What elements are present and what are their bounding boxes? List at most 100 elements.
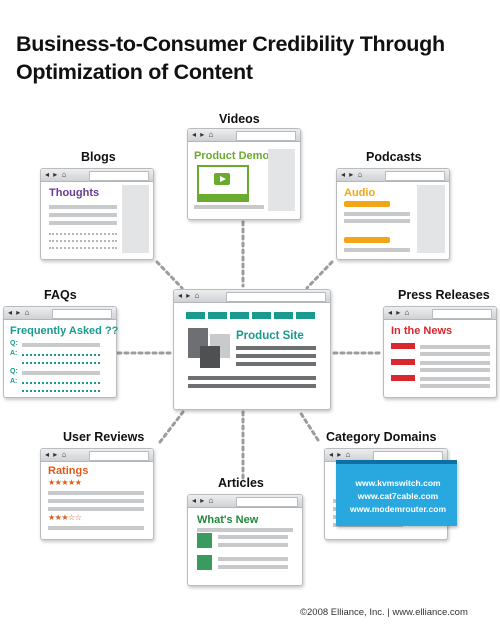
connector-reviews [158,410,185,444]
answer-marker: A: [10,350,18,357]
text-line [236,354,316,358]
window-articles: ◂ ▸ ⌂ What's New [187,494,303,586]
browser-nav-icons: ◂ ▸ ⌂ [8,308,31,317]
text-line [344,248,410,252]
connector-podcasts [305,260,334,290]
article-thumbnail [197,533,212,548]
footer-credit: ©2008 Elliance, Inc. | www.elliance.com [300,607,468,618]
dotted-line [49,233,117,235]
faqs-heading: Frequently Asked ?? [10,325,119,337]
star-rating-five: ★★★★★ [48,478,82,487]
text-line [218,535,288,539]
label-videos: Videos [219,112,260,126]
browser-nav-icons: ◂ ▸ ⌂ [341,170,364,179]
domain-list-panel: www.kvmswitch.com www.cat7cable.com www.… [336,460,457,526]
browser-toolbar: ◂ ▸ ⌂ [188,129,300,142]
sidebar-block [122,185,149,253]
text-line [48,491,144,495]
domain-cat7cable[interactable]: www.cat7cable.com [357,491,439,501]
title-line-2: Optimization of Content [16,60,253,84]
text-line [49,221,117,225]
domain-list: www.kvmswitch.com www.cat7cable.com www.… [348,477,448,516]
answer-marker: A: [10,378,18,385]
text-line [236,362,316,366]
connector-blogs [155,260,184,290]
window-blogs: ◂ ▸ ⌂ Thoughts [40,168,154,260]
article-thumbnail [197,555,212,570]
star-rating-three: ★★★☆☆ [48,513,82,522]
page-title: Business-to-Consumer Credibility Through… [16,30,486,86]
window-faqs: ◂ ▸ ⌂ Frequently Asked ?? Q: A: Q: A: [3,306,119,398]
address-bar [236,131,296,141]
domain-kvmswitch[interactable]: www.kvmswitch.com [355,478,441,488]
browser-nav-icons: ◂ ▸ ⌂ [388,308,411,317]
window-podcasts: ◂ ▸ ⌂ Audio [336,168,450,260]
browser-nav-icons: ◂ ▸ ⌂ [45,450,68,459]
address-bar [226,292,326,302]
video-player [197,165,249,202]
text-line [420,377,490,381]
window-press-releases: ◂ ▸ ⌂ In the News [383,306,497,398]
browser-toolbar: ◂ ▸ ⌂ [41,449,153,462]
dotted-line [22,354,100,356]
dotted-line [49,247,117,249]
text-line [344,212,410,216]
window-user-reviews: ◂ ▸ ⌂ Ratings ★★★★★ ★★★☆☆ [40,448,154,540]
audio-player [344,201,390,207]
text-line [49,205,117,209]
reviews-heading: Ratings [48,465,89,477]
text-line [218,565,288,569]
articles-heading: What's New [197,514,259,526]
address-bar [432,309,492,319]
text-line [420,345,490,349]
news-marker [391,375,415,381]
browser-toolbar: ◂ ▸ ⌂ [41,169,153,182]
dotted-line [22,382,100,384]
play-button-icon [214,173,230,185]
text-line [420,361,490,365]
address-bar [385,171,445,181]
text-line [22,371,100,375]
browser-toolbar: ◂ ▸ ⌂ [337,169,449,182]
title-line-1: Business-to-Consumer Credibility Through [16,32,445,56]
address-bar [236,497,298,507]
text-line [48,526,144,530]
text-line [48,507,144,511]
videos-heading: Product Demo [194,150,270,162]
sidebar-block [268,149,295,211]
label-category-domains: Category Domains [326,430,437,444]
text-line [22,343,100,347]
browser-nav-icons: ◂ ▸ ⌂ [192,496,215,505]
label-podcasts: Podcasts [366,150,422,164]
label-press-releases: Press Releases [398,288,490,302]
address-bar [89,171,149,181]
video-progress-bar [199,194,247,200]
browser-toolbar: ◂ ▸ ⌂ [4,307,116,320]
news-marker [391,359,415,365]
text-line [218,557,288,561]
text-line [188,384,316,388]
label-articles: Articles [218,476,264,490]
label-faqs: FAQs [44,288,77,302]
text-line [236,346,316,350]
label-user-reviews: User Reviews [63,430,145,444]
window-product-site: ◂ ▸ ⌂ Product Site [173,289,331,410]
label-blogs: Blogs [81,150,116,164]
question-marker: Q: [10,368,18,375]
text-line [188,376,316,380]
text-line [420,352,490,356]
blogs-heading: Thoughts [49,187,100,199]
browser-nav-icons: ◂ ▸ ⌂ [329,450,352,459]
audio-player [344,237,390,243]
dotted-line [22,390,100,392]
address-bar [89,451,149,461]
address-bar [52,309,112,319]
text-line [194,205,264,209]
text-line [344,219,410,223]
connector-domains [298,410,320,442]
text-line [420,368,490,372]
browser-toolbar: ◂ ▸ ⌂ [384,307,496,320]
text-line [49,213,117,217]
domain-modemrouter[interactable]: www.modemrouter.com [349,504,447,514]
